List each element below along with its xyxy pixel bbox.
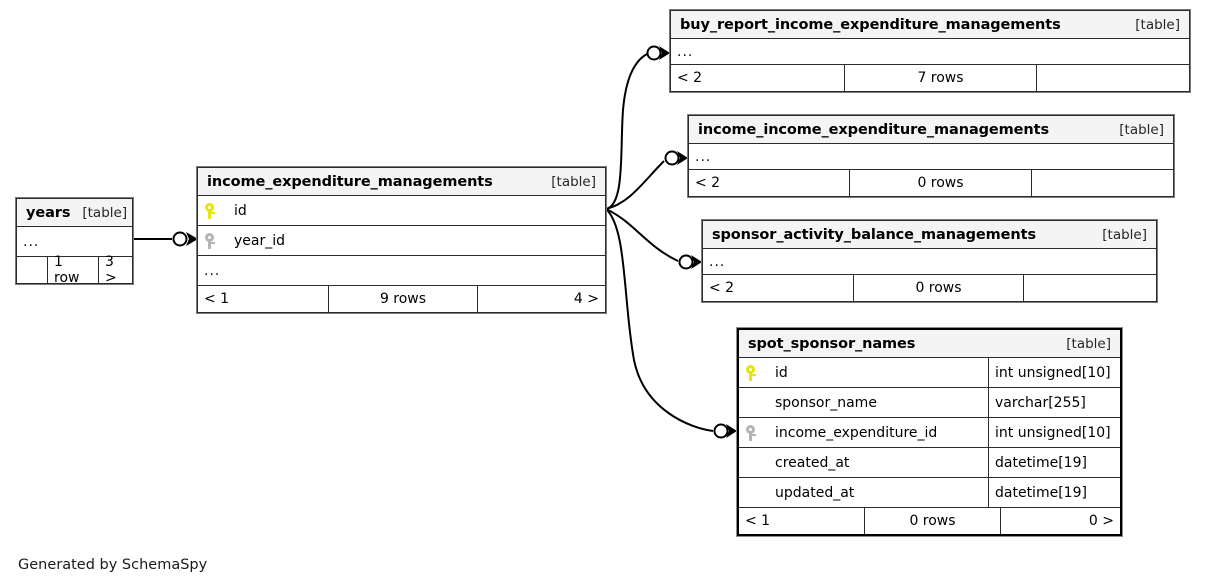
edge-endpoint-circle-spot-sponsor bbox=[713, 423, 729, 439]
table-income-income-footer: < 2 0 rows bbox=[689, 170, 1173, 196]
table-spot-sponsor-names-tag: [table] bbox=[1066, 335, 1111, 352]
column-row-updated-at[interactable]: updated_at datetime[19] bbox=[739, 478, 1120, 508]
table-years-rows: ... bbox=[17, 227, 132, 257]
generated-by-label: Generated by SchemaSpy bbox=[18, 557, 208, 573]
table-spot-sponsor-names-header: spot_sponsor_names [table] bbox=[739, 330, 1120, 358]
table-years-title: years bbox=[26, 204, 71, 221]
table-buy-report-ellipsis-row: ... bbox=[671, 39, 1189, 65]
table-years-tag: [table] bbox=[82, 204, 128, 221]
table-spot-sponsor-names-title: spot_sponsor_names bbox=[748, 335, 916, 352]
column-type: varchar[255] bbox=[988, 388, 1120, 417]
edge-income-to-income-income bbox=[605, 160, 665, 210]
table-income-expenditure-managements-header: income_expenditure_managements [table] bbox=[198, 168, 605, 196]
table-sponsor-activity-rows: ... bbox=[703, 249, 1156, 275]
table-buy-report-footer: < 2 7 rows bbox=[671, 65, 1189, 91]
table-income-income-ellipsis-row: ... bbox=[689, 144, 1173, 170]
table-income-income-header: income_income_expenditure_managements [t… bbox=[689, 116, 1173, 144]
edge-income-to-spot-sponsor bbox=[605, 208, 714, 432]
table-sponsor-activity-ellipsis-row: ... bbox=[703, 249, 1156, 275]
table-income-expenditure-managements-footer: < 1 9 rows 4 > bbox=[198, 286, 605, 312]
footer-rowcount: 9 rows bbox=[328, 286, 477, 312]
table-spot-sponsor-names-rows: id int unsigned[10] sponsor_name varchar… bbox=[739, 358, 1120, 508]
table-income-income-title: income_income_expenditure_managements bbox=[698, 121, 1049, 138]
column-type: int unsigned[10] bbox=[988, 358, 1120, 387]
table-income-expenditure-managements-rows: id year_id ... bbox=[198, 196, 605, 286]
table-sponsor-activity-title: sponsor_activity_balance_managements bbox=[712, 226, 1036, 243]
table-income-expenditure-managements-title: income_expenditure_managements bbox=[207, 173, 493, 190]
arrowhead-buy-report bbox=[659, 46, 670, 60]
table-years-header: years [table] bbox=[17, 199, 132, 227]
footer-children: 0 > bbox=[1000, 508, 1120, 534]
edge-endpoint-circle-years bbox=[172, 231, 188, 247]
table-sponsor-activity-header: sponsor_activity_balance_managements [ta… bbox=[703, 221, 1156, 249]
table-income-expenditure-managements-tag: [table] bbox=[551, 173, 596, 190]
column-name: income_expenditure_id bbox=[775, 424, 938, 441]
column-name: sponsor_name bbox=[775, 394, 877, 411]
column-name: year_id bbox=[234, 232, 286, 249]
column-type: datetime[19] bbox=[988, 448, 1120, 477]
table-years-footer-rowcount: 1 row bbox=[47, 254, 98, 286]
column-name: id bbox=[234, 202, 247, 219]
footer-parents: < 2 bbox=[709, 280, 735, 296]
table-buy-report-rows: ... bbox=[671, 39, 1189, 65]
table-buy-report-title: buy_report_income_expenditure_management… bbox=[680, 16, 1061, 33]
footer-rowcount: 0 rows bbox=[853, 275, 1023, 301]
table-spot-sponsor-names[interactable]: spot_sponsor_names [table] id int unsign… bbox=[736, 327, 1123, 537]
footer-rowcount: 7 rows bbox=[844, 65, 1036, 91]
table-income-income-tag: [table] bbox=[1119, 121, 1164, 138]
column-name: updated_at bbox=[775, 484, 855, 501]
arrowhead-income-income bbox=[677, 151, 688, 165]
column-type: int unsigned[10] bbox=[988, 418, 1120, 447]
footer-children bbox=[1023, 275, 1156, 301]
foreign-key-icon bbox=[198, 232, 224, 249]
column-type: datetime[19] bbox=[988, 478, 1120, 507]
footer-children bbox=[1031, 170, 1173, 196]
table-years-footer-children: 3 > bbox=[98, 254, 132, 286]
table-sponsor-activity-tag: [table] bbox=[1102, 226, 1147, 243]
table-income-income-rows: ... bbox=[689, 144, 1173, 170]
arrowhead-sponsor-activity bbox=[691, 255, 702, 269]
column-row-id[interactable]: id int unsigned[10] bbox=[739, 358, 1120, 388]
column-row-id[interactable]: id bbox=[198, 196, 605, 226]
table-buy-report-income-expenditure-managements[interactable]: buy_report_income_expenditure_management… bbox=[669, 9, 1191, 93]
column-row-sponsor-name[interactable]: sponsor_name varchar[255] bbox=[739, 388, 1120, 418]
column-name: id bbox=[775, 364, 788, 381]
table-years-footer: 1 row 3 > bbox=[17, 254, 132, 286]
table-spot-sponsor-names-footer: < 1 0 rows 0 > bbox=[739, 508, 1120, 534]
table-sponsor-activity-footer: < 2 0 rows bbox=[703, 275, 1156, 301]
edge-endpoint-circle-income-income bbox=[664, 150, 680, 166]
footer-parents: < 1 bbox=[745, 513, 771, 529]
edge-endpoint-circle-sponsor-activity bbox=[678, 254, 694, 270]
arrowhead-spot-sponsor bbox=[726, 424, 737, 438]
foreign-key-icon bbox=[739, 424, 765, 441]
footer-rowcount: 0 rows bbox=[849, 170, 1031, 196]
table-years-ellipsis-row: ... bbox=[17, 227, 132, 257]
table-income-expenditure-managements[interactable]: income_expenditure_managements [table] i… bbox=[196, 166, 607, 314]
table-years-footer-parents bbox=[17, 257, 47, 283]
footer-parents: < 2 bbox=[677, 70, 703, 86]
table-sponsor-activity-balance-managements[interactable]: sponsor_activity_balance_managements [ta… bbox=[701, 219, 1158, 303]
table-buy-report-header: buy_report_income_expenditure_management… bbox=[671, 11, 1189, 39]
column-row-year-id[interactable]: year_id bbox=[198, 226, 605, 256]
primary-key-icon bbox=[198, 202, 224, 219]
footer-children bbox=[1036, 65, 1189, 91]
edge-income-to-buy-report bbox=[605, 53, 648, 210]
footer-rowcount: 0 rows bbox=[864, 508, 1000, 534]
column-row-created-at[interactable]: created_at datetime[19] bbox=[739, 448, 1120, 478]
table-income-income-expenditure-managements[interactable]: income_income_expenditure_managements [t… bbox=[687, 114, 1175, 198]
table-income-expenditure-managements-ellipsis-row: ... bbox=[198, 256, 605, 286]
table-years[interactable]: years [table] ... 1 row 3 > bbox=[15, 197, 134, 286]
footer-parents: < 2 bbox=[695, 175, 721, 191]
column-name: created_at bbox=[775, 454, 850, 471]
edge-income-to-sponsor-activity bbox=[605, 208, 679, 262]
column-row-income-expenditure-id[interactable]: income_expenditure_id int unsigned[10] bbox=[739, 418, 1120, 448]
table-buy-report-tag: [table] bbox=[1135, 16, 1180, 33]
edge-endpoint-circle-buy-report bbox=[646, 45, 662, 61]
footer-parents: < 1 bbox=[204, 291, 230, 307]
footer-children: 4 > bbox=[477, 286, 605, 312]
primary-key-icon bbox=[739, 364, 765, 381]
